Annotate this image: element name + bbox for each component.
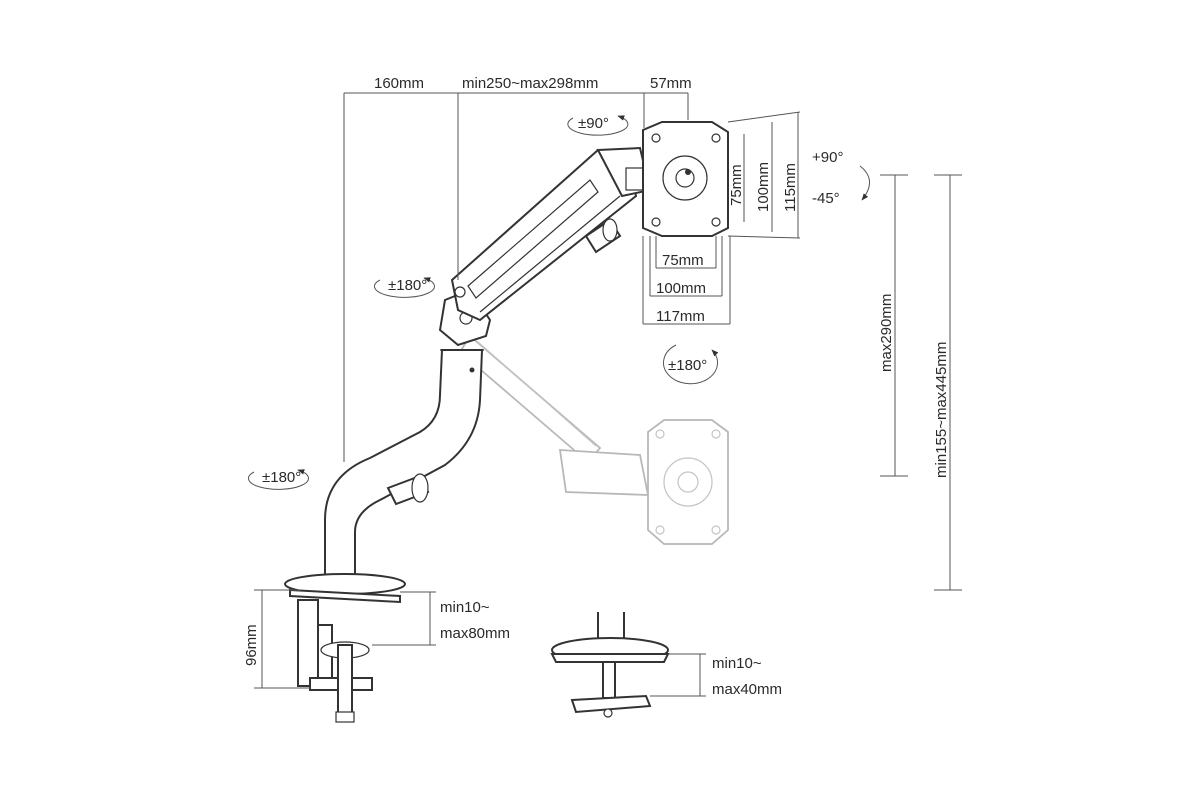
label-clamp-range-2: max80mm [440,625,510,642]
label-max-height: max290mm [878,294,895,372]
tension-knob-upper [584,218,622,254]
label-head-swivel: ±90° [578,115,609,132]
label-grommet-range-1: min10~ [712,655,762,672]
vesa-plate [642,121,729,237]
label-screen-rotation: ±180° [668,357,707,374]
label-tilt-up: +90° [812,149,843,166]
monitor-arm-drawing [284,121,729,723]
label-vesa-h-100: 100mm [755,162,772,212]
label-grommet-range-2: max40mm [712,681,782,698]
desk-clamp [284,573,406,723]
arm-column [324,349,484,579]
label-vesa-w-75: 75mm [662,252,704,269]
label-base-swivel: ±180° [262,469,301,486]
label-arm-length: min250~max298mm [462,75,598,92]
label-tilt-down: -45° [812,190,840,207]
grommet-mount [550,612,670,718]
label-clamp-height: 96mm [243,624,260,666]
label-plate-width: 117mm [656,308,705,325]
label-top-offset: 160mm [374,75,424,92]
label-plate-depth: 57mm [650,75,692,92]
label-vesa-h-75: 75mm [728,164,745,206]
tension-knob-lower [386,473,430,506]
label-height-range: min155~max445mm [933,342,950,478]
label-clamp-range-1: min10~ [440,599,490,616]
ghost-vesa-plate [647,419,729,545]
dimension-lines [254,92,962,697]
label-arm-swivel: ±180° [388,277,427,294]
label-vesa-w-100: 100mm [656,280,706,297]
lowered-arm-ghost [458,334,729,545]
rotation-arrows [247,115,870,490]
label-plate-height: 115mm [782,163,799,212]
